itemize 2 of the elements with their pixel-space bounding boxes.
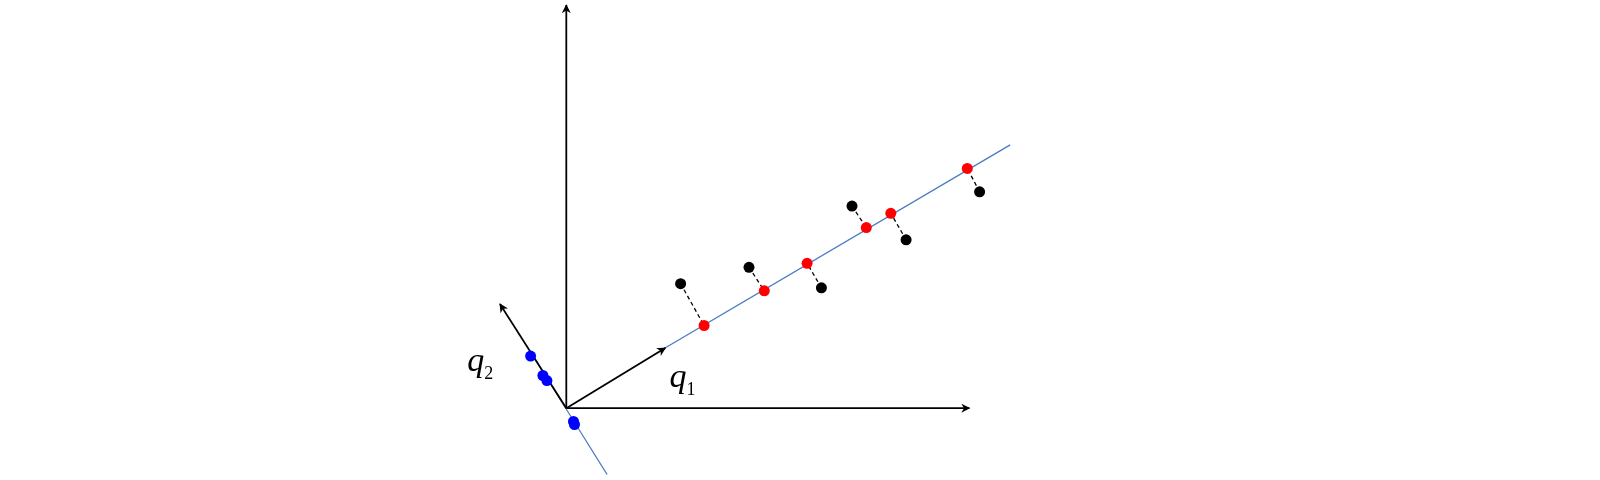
vector-label: q$_{1}$ [669,359,696,398]
vector-label: q$_{2}$ [467,342,494,382]
